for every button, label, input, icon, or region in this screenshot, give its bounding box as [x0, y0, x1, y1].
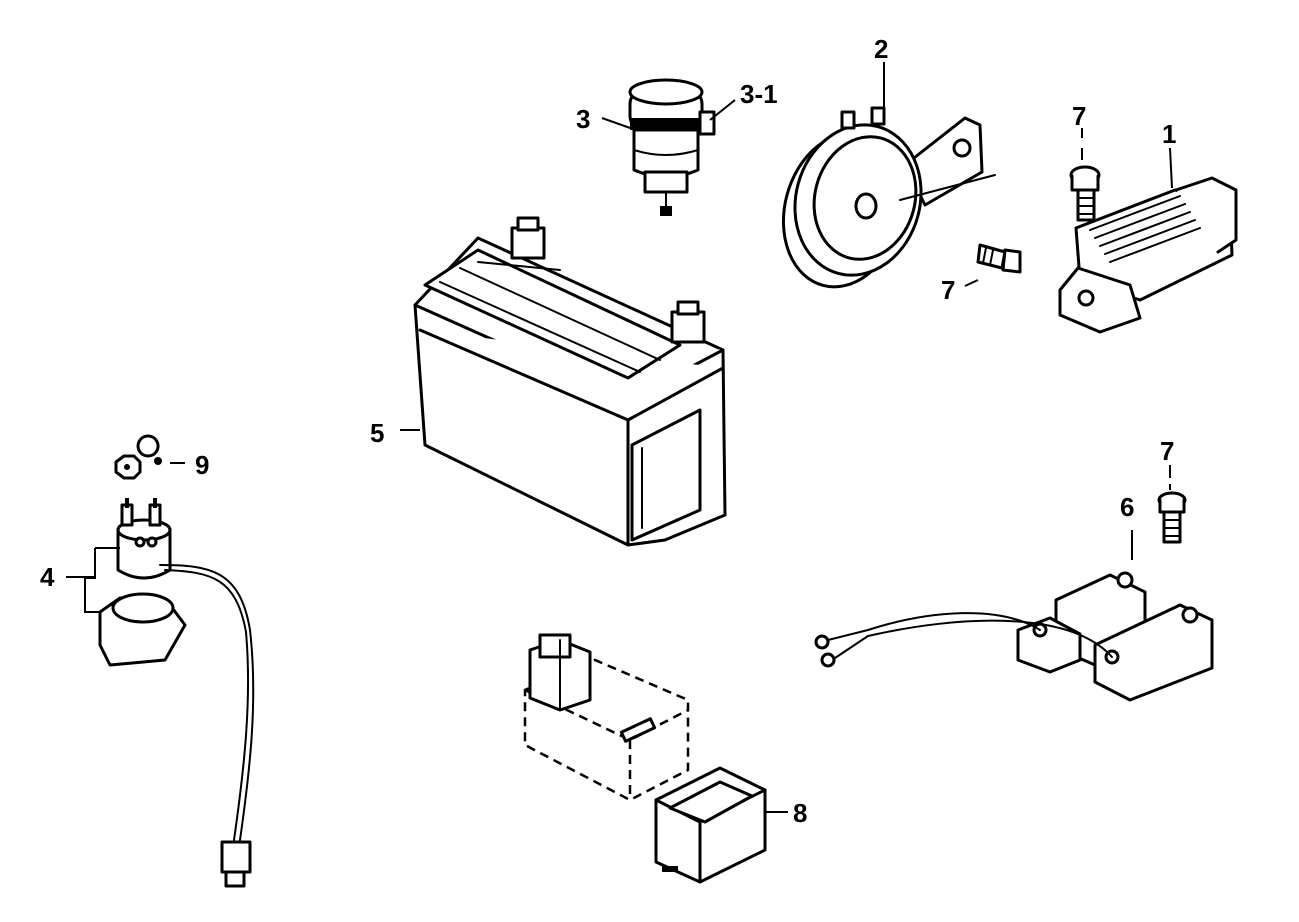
part-9-nuts	[114, 434, 185, 480]
callout-3: 3	[576, 104, 590, 134]
callout-9: 9	[195, 450, 209, 480]
callout-1: 1	[1162, 119, 1176, 149]
part-6-regulator-leads	[814, 530, 1214, 702]
callout-2: 2	[874, 34, 888, 64]
callout-5: 5	[370, 418, 384, 448]
callout-6: 6	[1120, 492, 1134, 522]
callout-8: 8	[793, 798, 807, 828]
callout-3-1: 3-1	[740, 79, 778, 109]
part-5-battery	[413, 216, 727, 547]
bolt-7-lower-right	[1157, 491, 1187, 544]
part-8-rubber-boot	[654, 766, 767, 884]
dashed-box-relay	[523, 633, 690, 802]
leader-lines	[66, 62, 1173, 813]
bolt-7-horn	[976, 243, 1022, 274]
part-3-relay	[628, 78, 716, 216]
callout-7-horn: 7	[941, 275, 955, 305]
callout-4: 4	[40, 562, 55, 592]
callout-7-lower: 7	[1160, 436, 1174, 466]
callout-7-upper: 7	[1072, 101, 1086, 131]
part-4-starter-relay	[84, 498, 255, 888]
part-2-horn	[781, 106, 996, 289]
bolt-7-upper-right	[1069, 165, 1101, 222]
part-1-regulator	[1058, 176, 1238, 334]
